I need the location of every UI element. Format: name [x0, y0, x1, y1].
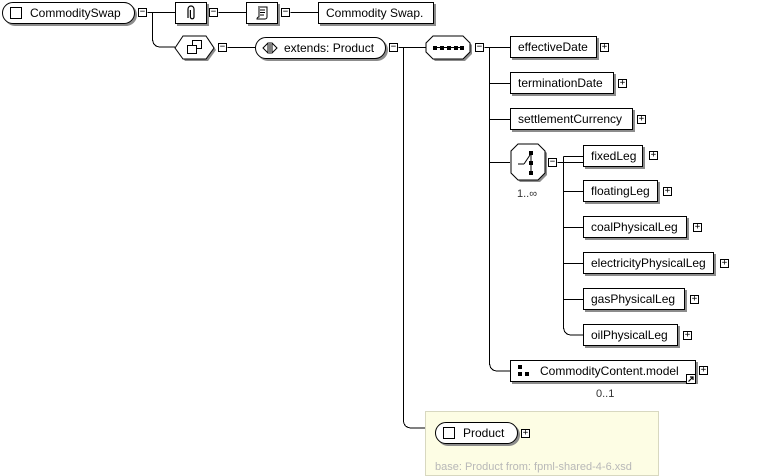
- element-fixedleg[interactable]: fixedLeg: [583, 145, 643, 167]
- element-label: fixedLeg: [591, 149, 637, 163]
- annotation-collapse-button[interactable]: −: [209, 7, 218, 17]
- sequence-collapse-button[interactable]: −: [475, 42, 484, 52]
- element-label: floatingLeg: [591, 184, 650, 198]
- oilphysicalleg-expand-button[interactable]: +: [683, 330, 692, 340]
- element-label: electricityPhysicalLeg: [591, 256, 706, 270]
- element-gasphysicalleg[interactable]: gasPhysicalLeg: [583, 288, 685, 310]
- choice-icon: [518, 151, 533, 175]
- sequence-compositor[interactable]: [425, 35, 473, 61]
- element-checkbox-icon: [10, 7, 22, 19]
- element-coalphysicalleg[interactable]: coalPhysicalLeg: [583, 216, 687, 238]
- annotation-text: Commodity Swap.: [326, 6, 424, 20]
- base-element-label: Product: [463, 426, 505, 440]
- extends-product-node[interactable]: extends: Product: [255, 37, 386, 59]
- choice-compositor[interactable]: [510, 143, 548, 183]
- extension-icon: [262, 42, 278, 54]
- root-collapse-button[interactable]: −: [138, 7, 147, 17]
- element-settlementcurrency[interactable]: settlementCurrency: [510, 108, 633, 130]
- group-occurrence: 0..1: [596, 388, 615, 400]
- extends-label: extends: Product: [284, 41, 375, 55]
- extends-collapse-button[interactable]: −: [389, 42, 398, 52]
- coalphysicalleg-expand-button[interactable]: +: [693, 222, 702, 232]
- root-element-commodityswap[interactable]: CommoditySwap: [2, 2, 135, 24]
- root-element-label: CommoditySwap: [30, 6, 121, 20]
- group-label: CommodityContent.model: [540, 364, 679, 378]
- gasphysicalleg-expand-button[interactable]: +: [690, 294, 699, 304]
- group-icon: [518, 365, 529, 376]
- element-label: oilPhysicalLeg: [591, 328, 668, 342]
- fixedleg-expand-button[interactable]: +: [649, 150, 658, 160]
- element-electricityphysicalleg[interactable]: electricityPhysicalLeg: [583, 252, 714, 274]
- settlementcurrency-expand-button[interactable]: +: [637, 114, 646, 124]
- sequence-icon: [433, 46, 464, 50]
- effectivedate-expand-button[interactable]: +: [600, 42, 609, 52]
- complex-type-icon: [187, 40, 202, 54]
- base-product-expand-button[interactable]: +: [521, 428, 530, 438]
- element-oilphysicalleg[interactable]: oilPhysicalLeg: [583, 324, 678, 346]
- choice-collapse-button[interactable]: −: [548, 157, 557, 167]
- reference-arrow-icon: [686, 374, 696, 384]
- base-type-caption: base: Product from: fpml-shared-4-6.xsd: [435, 461, 632, 473]
- element-terminationdate[interactable]: terminationDate: [510, 72, 614, 94]
- annotation-node[interactable]: [175, 2, 207, 24]
- paperclip-icon: [187, 5, 195, 20]
- scroll-icon: [256, 6, 268, 20]
- element-label: terminationDate: [518, 76, 603, 90]
- documentation-collapse-button[interactable]: −: [281, 7, 290, 17]
- group-expand-button[interactable]: +: [699, 365, 708, 375]
- element-label: effectiveDate: [518, 40, 588, 54]
- complex-type-node[interactable]: [174, 35, 216, 61]
- element-label: coalPhysicalLeg: [591, 220, 678, 234]
- element-floatingleg[interactable]: floatingLeg: [583, 180, 658, 202]
- element-checkbox-icon: [443, 427, 455, 439]
- terminationdate-expand-button[interactable]: +: [618, 78, 627, 88]
- floatingleg-expand-button[interactable]: +: [663, 186, 672, 196]
- element-label: gasPhysicalLeg: [591, 292, 676, 306]
- annotation-text-box: Commodity Swap.: [318, 2, 434, 24]
- element-label: settlementCurrency: [518, 112, 623, 126]
- complex-type-collapse-button[interactable]: −: [218, 42, 227, 52]
- group-commoditycontent-model[interactable]: CommodityContent.model: [510, 360, 696, 382]
- documentation-node[interactable]: [246, 2, 278, 24]
- electricityphysicalleg-expand-button[interactable]: +: [720, 258, 729, 268]
- element-effectivedate[interactable]: effectiveDate: [510, 36, 597, 58]
- choice-occurrence: 1..∞: [517, 188, 538, 200]
- base-element-product[interactable]: Product: [435, 422, 518, 444]
